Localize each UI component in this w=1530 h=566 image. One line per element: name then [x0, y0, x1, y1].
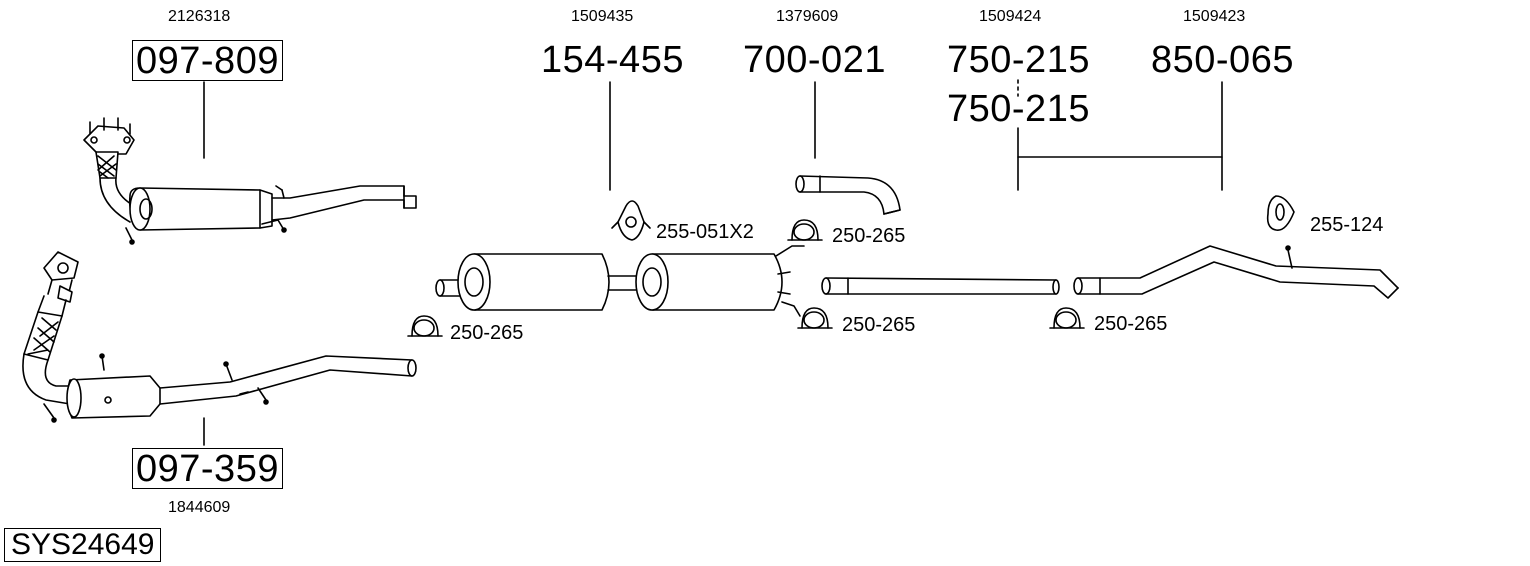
front-box-drawing[interactable] — [436, 246, 804, 316]
label-clamp-4[interactable]: 250-265 — [1094, 313, 1168, 335]
clamp-2-drawing[interactable] — [788, 220, 822, 240]
part-number-cat-lower[interactable]: 097-359 — [132, 448, 283, 489]
clamp-1-drawing[interactable] — [408, 316, 442, 336]
part-number-tail-pipe[interactable]: 850-065 — [1151, 39, 1294, 81]
label-clamp-1[interactable]: 250-265 — [450, 322, 524, 344]
ref-mid-pipe: 1509424 — [979, 8, 1042, 25]
cat-lower-drawing[interactable] — [23, 252, 416, 422]
ref-front-box: 1509435 — [571, 8, 634, 25]
part-number-mid-pipe-1[interactable]: 750-215 — [947, 39, 1090, 81]
clamp-4-drawing[interactable] — [1050, 308, 1084, 328]
ref-tail-pipe: 1509423 — [1183, 8, 1246, 25]
ref-cat-lower: 1844609 — [168, 499, 231, 516]
system-code: SYS24649 — [4, 528, 162, 562]
part-number-mid-bend[interactable]: 700-021 — [743, 39, 886, 81]
ref-cat-upper: 2126318 — [168, 8, 231, 25]
label-hanger-rear[interactable]: 255-124 — [1310, 214, 1384, 236]
hanger-pair-drawing[interactable] — [612, 201, 650, 240]
cat-upper-drawing[interactable] — [84, 118, 416, 244]
label-clamp-3[interactable]: 250-265 — [842, 314, 916, 336]
mid-pipe-drawing[interactable] — [822, 278, 1059, 294]
part-number-mid-pipe-2[interactable]: 750-215 — [947, 88, 1090, 130]
ref-mid-bend: 1379609 — [776, 8, 839, 25]
hanger-rear-drawing[interactable] — [1268, 196, 1294, 230]
label-clamp-2[interactable]: 250-265 — [832, 225, 906, 247]
part-number-cat-upper[interactable]: 097-809 — [132, 40, 283, 81]
part-number-front-box[interactable]: 154-455 — [541, 39, 684, 81]
mid-bend-drawing[interactable] — [796, 176, 900, 214]
label-hanger-pair[interactable]: 255-051X2 — [656, 221, 754, 243]
tail-pipe-drawing[interactable] — [1074, 246, 1398, 298]
clamp-3-drawing[interactable] — [798, 308, 832, 328]
